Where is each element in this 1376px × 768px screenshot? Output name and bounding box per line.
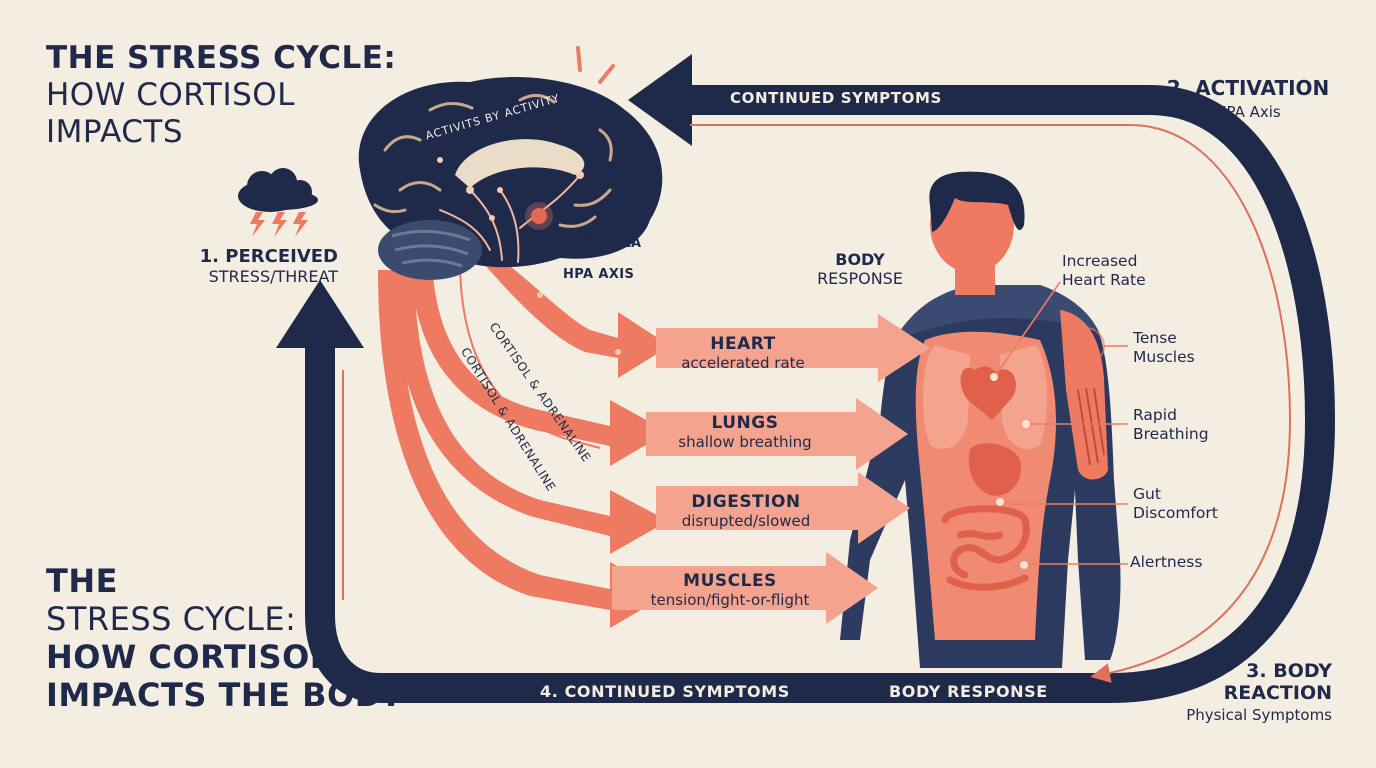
alert-marks-icon (576, 46, 615, 84)
title-bottom-line3: HOW CORTISOL (46, 638, 331, 676)
organ-lungs-effect: shallow breathing (678, 433, 812, 451)
symptom-gut-discomfort: Gut Discomfort (1133, 485, 1218, 523)
title-bottom: THE STRESS CYCLE: HOW CORTISOL IMPACTS T… (46, 562, 403, 714)
organ-muscles-effect: tension/fight-or-flight (650, 591, 810, 609)
heart-illustration (960, 366, 1016, 420)
step2-title: 2. ACTIVATION (1166, 76, 1330, 100)
organ-digestion-name: DIGESTION (691, 492, 801, 512)
lungs-illustration (923, 345, 1047, 449)
body-response-line2: RESPONSE (817, 269, 903, 288)
symptom-alertness: Alertness (1130, 553, 1202, 572)
symptom-heart-rate: Increased Heart Rate (1062, 252, 1146, 290)
symptom-gut-discomfort-line2: Discomfort (1133, 504, 1218, 522)
title-bottom-line2: STRESS CYCLE: (46, 600, 297, 638)
storm-cloud-icon (238, 168, 318, 237)
step1-label: 1. PERCEIVED STRESS/THREAT (200, 246, 338, 286)
symptom-tense-muscles-line2: Muscles (1133, 348, 1195, 366)
cycle-body-response-label: BODY RESPONSE (889, 682, 1048, 701)
step4-title: 4. CONTINUED SYMPTOMS (540, 682, 790, 701)
organ-heart-name: HEART (710, 334, 776, 354)
symptom-rapid-breathing-line1: Rapid (1133, 406, 1177, 424)
body-response-line1: BODY (835, 250, 885, 269)
symptom-heart-rate-line1: Increased (1062, 252, 1138, 270)
title-top-line3: IMPACTS (46, 114, 184, 150)
organ-muscles-name: MUSCLES (683, 571, 777, 591)
symptom-rapid-breathing: Rapid Breathing (1133, 406, 1209, 444)
cycle-left-arrowhead (276, 280, 364, 348)
title-bottom-line1: THE (46, 562, 118, 600)
organ-digestion: DIGESTION disrupted/slowed (666, 492, 826, 530)
digestion-arrow (656, 472, 910, 544)
lungs-arrow (646, 398, 908, 470)
organ-muscles: MUSCLES tension/fight-or-flight (630, 571, 830, 609)
step3-subtitle: Physical Symptoms (1186, 706, 1332, 724)
symptom-heart-rate-line2: Heart Rate (1062, 271, 1146, 289)
human-body-illustration (840, 171, 1128, 668)
cycle-inner-line (690, 124, 1292, 683)
step3-title-line2: REACTION (1223, 682, 1332, 704)
heart-arrow (656, 314, 930, 382)
symptom-rapid-breathing-line2: Breathing (1133, 425, 1209, 443)
cycle-top-label: CONTINUED SYMPTOMS (730, 89, 942, 107)
title-bottom-line4: IMPACTS THE BODY (46, 676, 404, 714)
symptom-gut-discomfort-line1: Gut (1133, 485, 1161, 503)
step3-label: 3. BODY REACTION Physical Symptoms (1186, 660, 1332, 724)
symptom-tense-muscles: Tense Muscles (1133, 329, 1195, 367)
cycle-loop (276, 54, 1335, 703)
step2-subtitle: HPA Axis (1215, 103, 1281, 121)
step3-title-line1: 3. BODY (1246, 660, 1332, 682)
symptom-tense-muscles-line1: Tense (1133, 329, 1177, 347)
step1-subtitle: STRESS/THREAT (208, 267, 338, 286)
body-response-label: BODY RESPONSE (800, 250, 920, 288)
hormone-flow-bands (378, 250, 670, 628)
step2-label: 2. ACTIVATION HPA Axis (1148, 76, 1348, 121)
title-top: THE STRESS CYCLE: HOW CORTISOL IMPACTS (46, 40, 396, 151)
organ-arrows (612, 314, 930, 624)
organ-heart: HEART accelerated rate (668, 334, 818, 372)
symptom-pointer-lines (995, 281, 1128, 565)
stomach-illustration (968, 443, 1021, 496)
organ-heart-effect: accelerated rate (681, 354, 805, 372)
intestines-illustration (941, 505, 1030, 591)
arm-muscle-illustration (1077, 387, 1105, 466)
hpa-axis-label: HPA AXIS (563, 267, 635, 282)
muscles-arrow (612, 552, 878, 624)
amygdala-label: AMYGDALA (556, 236, 642, 251)
title-top-line2: HOW CORTISOL (46, 77, 295, 113)
organ-lungs-name: LUNGS (711, 413, 779, 433)
title-top-line1: THE STRESS CYCLE: (46, 40, 397, 76)
cycle-top-arrowhead (628, 54, 692, 146)
symptom-alertness-line1: Alertness (1130, 553, 1203, 571)
organ-lungs: LUNGS shallow breathing (660, 413, 830, 451)
step1-title: 1. PERCEIVED (199, 246, 338, 267)
brain-illustration (358, 77, 663, 355)
organ-digestion-effect: disrupted/slowed (681, 512, 811, 530)
